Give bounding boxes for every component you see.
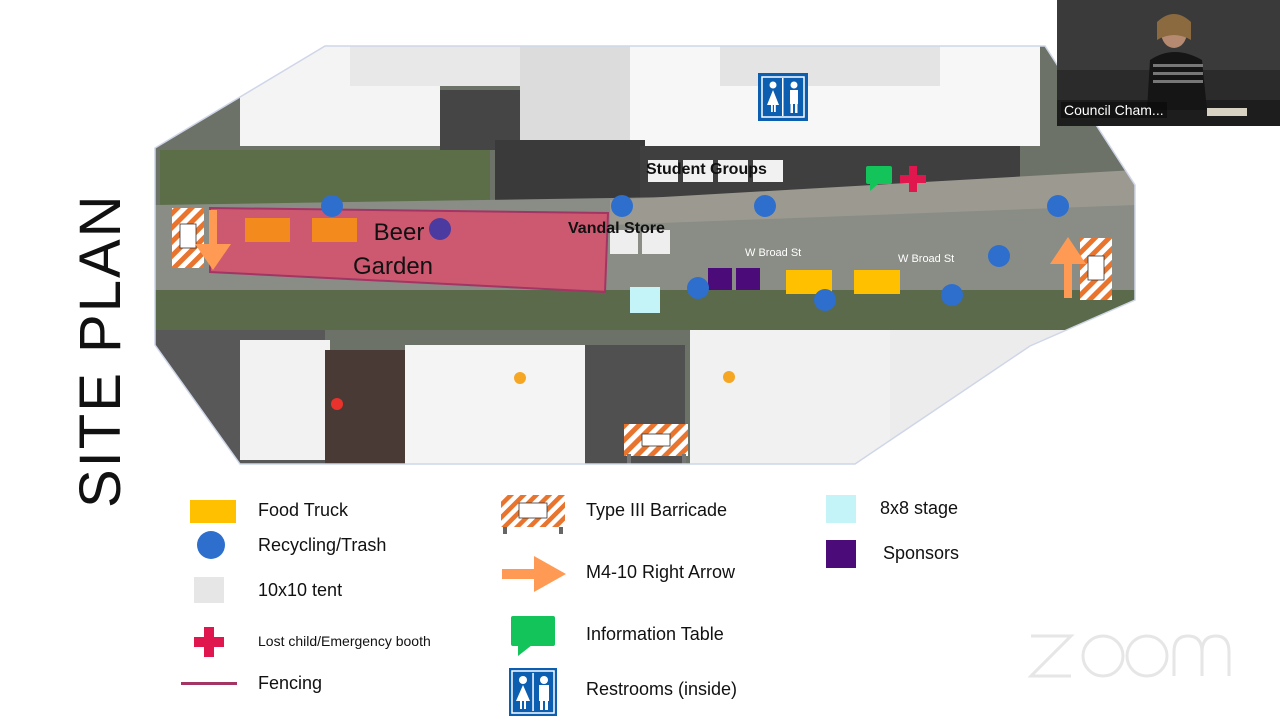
tent-marker bbox=[718, 160, 748, 182]
slide-title-text: SITE PLAN bbox=[68, 193, 133, 508]
legend-info-table-label: Information Table bbox=[586, 624, 724, 644]
food-truck-marker bbox=[245, 218, 290, 242]
recycling-marker bbox=[754, 195, 776, 217]
beer-garden-label-line1: Beer bbox=[373, 219, 425, 246]
legend-arrow-icon bbox=[502, 556, 566, 592]
restroom-marker bbox=[758, 73, 808, 121]
beer-garden-label-line2: Garden bbox=[352, 253, 434, 280]
street-label: W Broad St bbox=[898, 253, 954, 265]
building bbox=[720, 46, 940, 86]
recycling-marker bbox=[321, 195, 343, 217]
tent-marker bbox=[610, 230, 638, 254]
recycling-marker bbox=[1047, 195, 1069, 217]
participant-video[interactable]: Council Cham... bbox=[1057, 0, 1280, 126]
legend-recycling-label: Recycling/Trash bbox=[258, 535, 387, 555]
recycling-marker bbox=[814, 289, 836, 311]
legend-arrow-label: M4-10 Right Arrow bbox=[586, 562, 736, 582]
arrow-marker bbox=[195, 210, 231, 270]
recycling-marker bbox=[429, 218, 451, 240]
recycling-marker bbox=[941, 284, 963, 306]
legend-stage-label: 8x8 stage bbox=[880, 498, 959, 518]
recycling-marker bbox=[988, 245, 1010, 267]
barricade-marker bbox=[624, 424, 688, 464]
arrow-marker bbox=[1050, 237, 1086, 298]
legend-fencing-swatch bbox=[181, 682, 237, 685]
barricade-marker bbox=[172, 208, 204, 268]
info-table-marker bbox=[866, 166, 892, 191]
stage-marker bbox=[630, 287, 660, 313]
legend-food-truck-label: Food Truck bbox=[258, 500, 349, 520]
street-sidewalk bbox=[610, 170, 1135, 225]
emergency-marker bbox=[900, 166, 926, 192]
recycling-marker bbox=[611, 195, 633, 217]
legend-emergency-label: Lost child/Emergency booth bbox=[258, 633, 431, 649]
food-truck-marker bbox=[854, 270, 900, 294]
building bbox=[890, 330, 1135, 464]
recycling-marker bbox=[687, 277, 709, 299]
legend-stage-swatch bbox=[826, 495, 856, 523]
tent-marker bbox=[642, 230, 670, 254]
vandal-store-label: Vandal Store bbox=[568, 220, 665, 237]
building bbox=[520, 46, 630, 146]
map-pin-icon bbox=[331, 398, 343, 410]
tent-marker bbox=[753, 160, 783, 182]
building bbox=[350, 46, 550, 86]
tent-marker bbox=[683, 160, 713, 182]
legend-barricade-label: Type III Barricade bbox=[586, 500, 728, 520]
barricade-marker bbox=[1080, 238, 1112, 300]
legend-fencing-label: Fencing bbox=[258, 673, 323, 693]
legend-sponsors-swatch bbox=[826, 540, 856, 568]
legend-tent-label: 10x10 tent bbox=[258, 580, 343, 600]
beer-garden-label: Beer Garden bbox=[348, 216, 438, 284]
map-pin-icon bbox=[723, 371, 735, 383]
participant-name: Council Cham... bbox=[1061, 102, 1167, 118]
tent-marker bbox=[648, 160, 678, 182]
slide-title: SITE PLAN bbox=[68, 193, 133, 508]
participant-video-feed bbox=[1057, 0, 1280, 126]
student-groups-label: Student Groups bbox=[646, 161, 767, 178]
legend-restroom-label: Restrooms (inside) bbox=[586, 679, 738, 699]
map-pin-icon bbox=[514, 372, 526, 384]
building bbox=[405, 345, 585, 464]
sponsor-marker bbox=[736, 268, 760, 290]
building bbox=[690, 330, 890, 464]
street-label: W Broad St bbox=[745, 247, 801, 259]
legend-emergency-icon bbox=[194, 627, 224, 657]
building bbox=[240, 340, 330, 460]
legend-tent-swatch bbox=[194, 577, 224, 603]
food-truck-marker bbox=[312, 218, 357, 242]
legend-barricade-icon bbox=[501, 495, 565, 534]
legend-info-table-icon bbox=[511, 616, 555, 656]
zoom-logo bbox=[1028, 634, 1231, 678]
legend-restroom-icon bbox=[509, 668, 557, 716]
legend-food-truck-swatch bbox=[190, 500, 236, 523]
sponsor-marker bbox=[708, 268, 732, 290]
trees bbox=[160, 150, 490, 205]
legend-sponsors-label: Sponsors bbox=[883, 543, 960, 563]
legend-recycling-swatch bbox=[197, 531, 225, 559]
